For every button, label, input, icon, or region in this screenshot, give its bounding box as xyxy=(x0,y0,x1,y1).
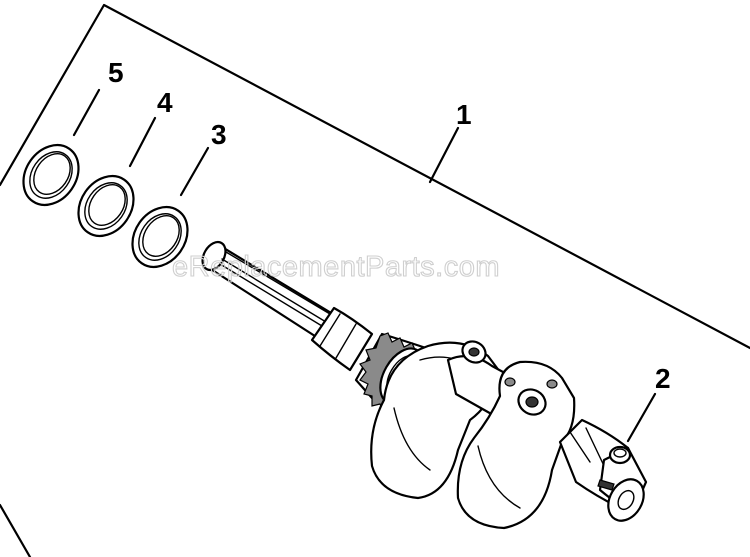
watermark-text: eReplacementParts.com xyxy=(172,251,500,283)
callout-5: 5 xyxy=(108,57,124,88)
keyway xyxy=(597,479,615,491)
assembly-bracket xyxy=(0,3,750,557)
washer-item-5 xyxy=(22,144,80,206)
main-journal xyxy=(310,306,374,372)
key-item-2 xyxy=(608,445,632,465)
shaft-end xyxy=(201,240,227,272)
washer-item-3 xyxy=(131,206,189,268)
leader-lines xyxy=(72,88,657,443)
keyway-line xyxy=(225,251,331,315)
callout-2: 2 xyxy=(655,363,671,394)
leader-line-1 xyxy=(428,126,460,184)
leader-line-5 xyxy=(72,88,101,137)
callout-4: 4 xyxy=(157,87,173,118)
crankshaft-item-1 xyxy=(201,240,648,530)
leader-line-3 xyxy=(179,146,210,197)
washer-item-4 xyxy=(77,175,135,237)
callout-3: 3 xyxy=(211,119,227,150)
leader-line-4 xyxy=(128,116,157,168)
callout-1: 1 xyxy=(456,99,472,130)
shaft-end-flywheel xyxy=(607,478,645,522)
leader-line-2 xyxy=(626,392,657,443)
